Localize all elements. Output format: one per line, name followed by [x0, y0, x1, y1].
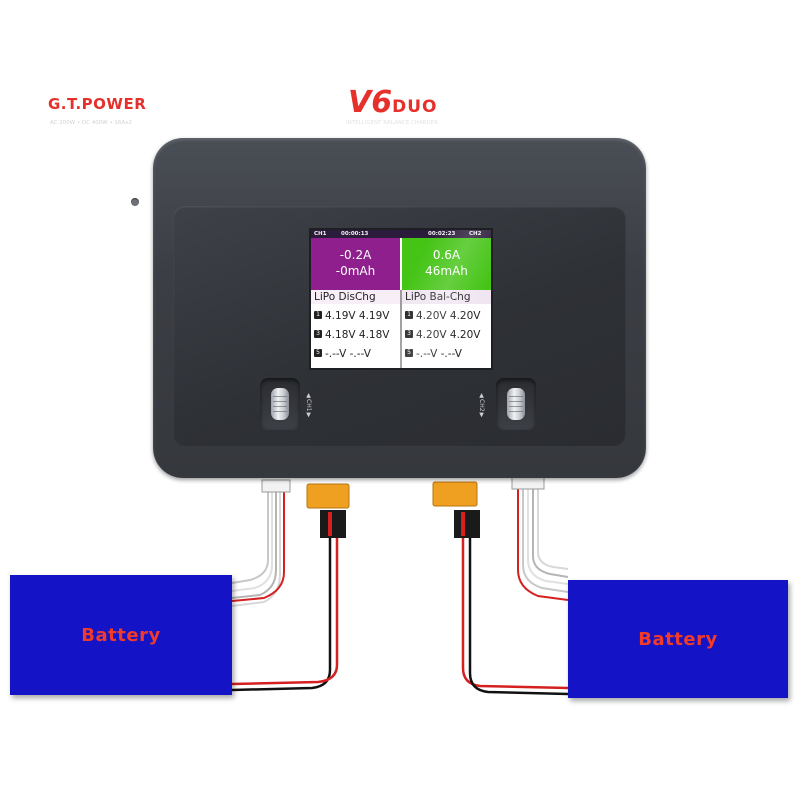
left-battery: Battery [10, 575, 232, 695]
cell-index: 3 [405, 330, 413, 338]
screen-divider [400, 290, 402, 368]
ch1-timer: 00:00:13 [341, 231, 369, 237]
cell-voltages: 4.20V 4.20V [416, 310, 481, 322]
right-balance-lead [517, 488, 569, 601]
model-name: V6 [348, 85, 393, 120]
ch2-timer: 00:02:23 [428, 231, 456, 237]
cell-voltages: -.--V -.--V [416, 348, 462, 360]
right-xt60-connector [432, 481, 478, 507]
cell-index: 3 [314, 330, 322, 338]
right-battery: Battery [568, 580, 788, 698]
right-main-lead [461, 535, 569, 696]
lcd-screen: CH1 00:00:13 00:02:23 CH2 -0.2A -0mAh 0.… [311, 230, 491, 368]
ch1-current: -0.2A [339, 248, 372, 262]
cell-index: 5 [405, 349, 413, 357]
right-wire-boot [454, 510, 480, 538]
ch1-readout-panel: -0.2A -0mAh [311, 238, 400, 290]
cell-index: 5 [314, 349, 322, 357]
ch2-readout-panel: 0.6A 46mAh [402, 238, 491, 290]
left-xt60-connector [306, 483, 350, 509]
cell-voltages: 4.20V 4.20V [416, 329, 481, 341]
ch2-label: CH2 [469, 231, 482, 237]
ch2-mode: LiPo Bal-Chg [402, 290, 491, 304]
ch2-current: 0.6A [432, 248, 461, 262]
ch2-capacity: 46mAh [425, 264, 468, 278]
model-tagline: INTELLIGENT BALANCE CHARGER [346, 120, 439, 126]
ch1-knob-well [260, 378, 300, 430]
left-wire-boot [320, 510, 346, 538]
model-suffix: DUO [392, 97, 438, 117]
model-logo: V6DUO [348, 88, 437, 118]
cell-voltages: 4.18V 4.18V [325, 329, 390, 341]
ch2-rotary-knob[interactable] [507, 388, 525, 420]
ch2-cell-row: 5-.--V -.--V [405, 345, 462, 363]
cell-voltages: 4.19V 4.19V [325, 310, 390, 322]
ch1-knob-label: ▲CH1▼ [305, 392, 312, 419]
ch2-knob-label: ▲CH2▼ [478, 392, 485, 419]
status-bar: CH1 00:00:13 00:02:23 CH2 [311, 230, 491, 238]
ch2-knob-well [496, 378, 536, 430]
ch1-cell-row: 5-.--V -.--V [314, 345, 371, 363]
left-balance-lead [231, 490, 285, 607]
ch1-mode: LiPo DisChg [311, 290, 400, 304]
cell-voltages: -.--V -.--V [325, 348, 371, 360]
cell-index: 1 [405, 311, 413, 319]
brand-logo: G.T.POWER [48, 95, 147, 113]
right-balance-plug [511, 476, 545, 490]
status-led [131, 198, 139, 206]
cell-index: 1 [314, 311, 322, 319]
left-battery-label: Battery [81, 624, 161, 646]
ch1-rotary-knob[interactable] [271, 388, 289, 420]
right-battery-label: Battery [638, 628, 718, 650]
power-spec: AC 200W • DC 400W • 16Ax2 [50, 120, 132, 126]
ch1-label: CH1 [314, 231, 327, 237]
left-main-lead [231, 535, 339, 692]
ch1-capacity: -0mAh [335, 264, 376, 278]
left-balance-plug [261, 479, 291, 493]
